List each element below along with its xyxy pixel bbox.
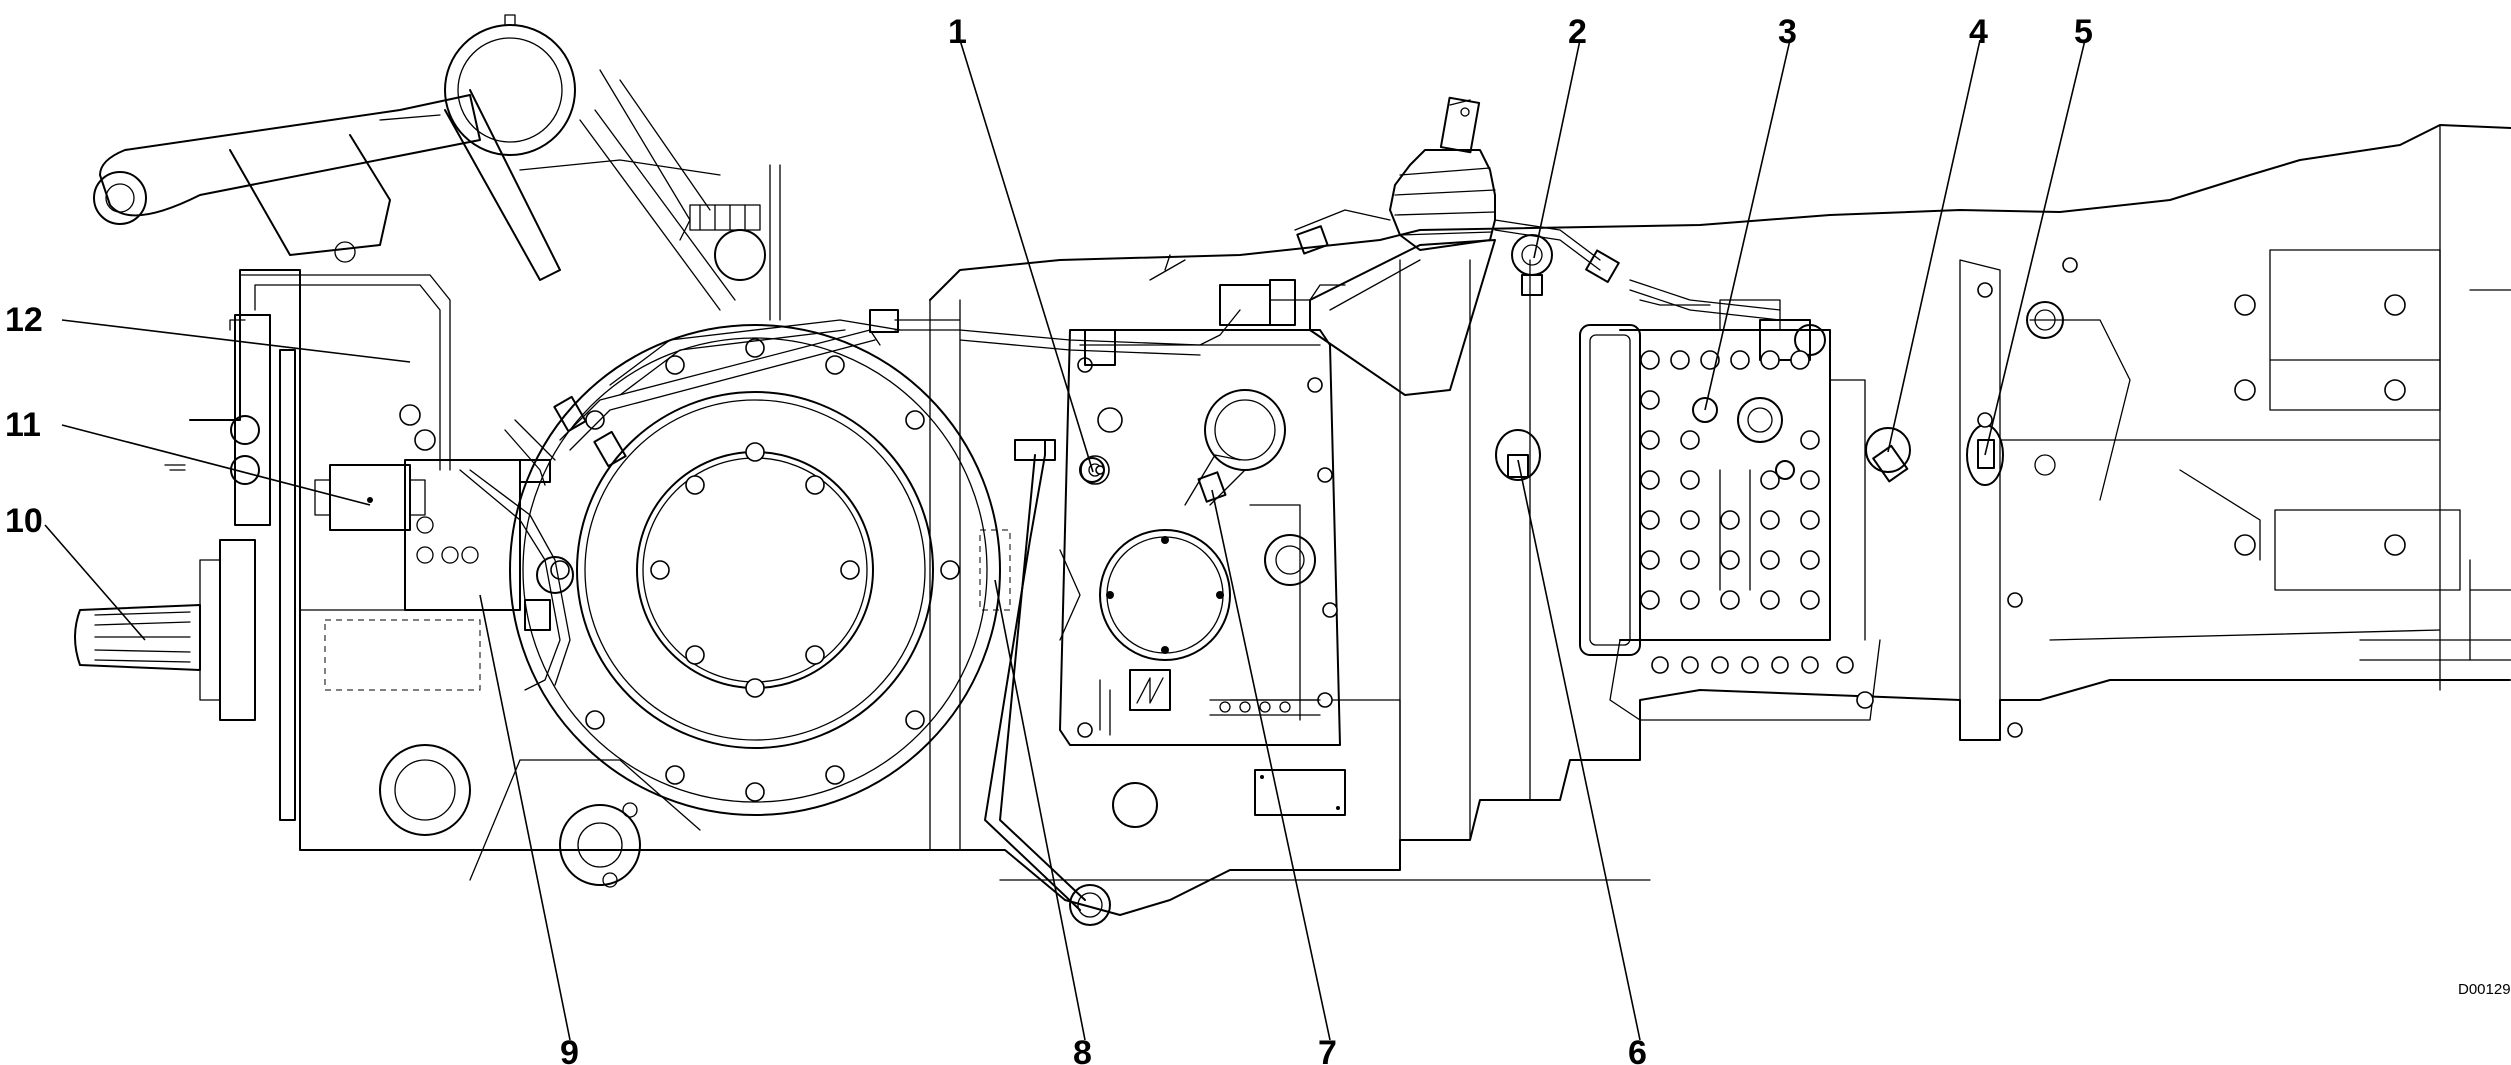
- callout-9: 9: [560, 1034, 579, 1065]
- flange-bolts: [550, 338, 960, 802]
- hydraulic-pipes-left: [459, 309, 961, 691]
- shift-lever: [1309, 96, 1496, 396]
- callout-8: 8: [1073, 1034, 1092, 1065]
- lift-arm-linkage: [93, 14, 781, 321]
- sensor-4: [1865, 427, 1911, 483]
- rear-housing-bolts: [1977, 257, 2406, 738]
- callout-5: 5: [2074, 13, 2093, 51]
- callout-4: 4: [1969, 13, 1988, 51]
- sensor-1: [1079, 457, 1105, 483]
- callout-labels: 1 2 3 4 5 6 7 8 9 10 11 12 D00129: [5, 13, 2511, 1065]
- sensor-2-speed: [1511, 234, 1553, 296]
- sensor-6: [1495, 429, 1541, 481]
- leader-lines: [44, 39, 2086, 1041]
- callout-3: 3: [1778, 13, 1797, 51]
- callout-6: 6: [1628, 1034, 1647, 1065]
- callout-2: 2: [1568, 13, 1587, 51]
- center-gearbox: [1059, 329, 1346, 828]
- callout-7: 7: [1318, 1034, 1337, 1065]
- callout-12: 12: [5, 301, 43, 339]
- hydraulic-pipes-right: [959, 209, 1826, 366]
- lower-pipe-8: [979, 439, 1111, 926]
- transmission-housing: [189, 124, 2511, 916]
- control-valve-block: [1579, 299, 1881, 721]
- bell-housing: [379, 324, 1001, 888]
- callout-11: 11: [5, 406, 41, 444]
- sensor-7: [1197, 471, 1227, 503]
- figure-reference: D00129: [2458, 981, 2511, 998]
- callout-10: 10: [5, 502, 43, 540]
- pto-housing: [74, 274, 521, 821]
- callout-1: 1: [948, 13, 967, 51]
